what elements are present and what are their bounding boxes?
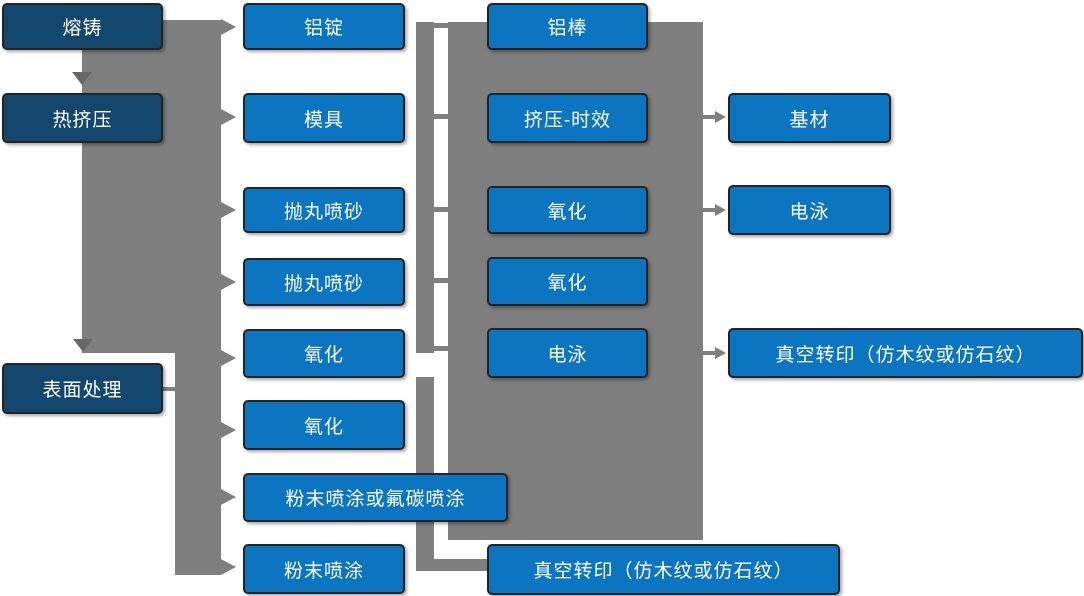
node-rejiya: 热挤压 bbox=[2, 93, 163, 143]
node-paowan-2: 抛丸喷砂 bbox=[243, 258, 405, 306]
node-fentan: 粉末喷涂或氟碳喷涂 bbox=[243, 473, 508, 522]
connector-bottom-link bbox=[416, 559, 491, 571]
connector-stub-row5 bbox=[434, 346, 448, 351]
node-zhenkong-c4: 真空转印（仿木纹或仿石纹） bbox=[728, 328, 1083, 378]
connector-stub-row1 bbox=[434, 23, 448, 28]
node-zhenkong-c3: 真空转印（仿木纹或仿石纹） bbox=[487, 544, 840, 595]
node-muju: 模具 bbox=[243, 93, 405, 143]
node-yanghua-c2-2: 氧化 bbox=[243, 400, 405, 450]
chevron-down-to-rejiya-icon bbox=[72, 72, 92, 85]
node-rongzhu: 熔铸 bbox=[2, 3, 163, 50]
connector-stub-row3 bbox=[434, 207, 448, 212]
connector-stub-row4 bbox=[434, 278, 448, 283]
node-yanghua-c2-1: 氧化 bbox=[243, 329, 405, 378]
chevron-down-to-biaomian-icon bbox=[73, 339, 93, 352]
node-paowan-1: 抛丸喷砂 bbox=[243, 187, 405, 233]
arrow-shaft-to-zhenkong bbox=[703, 351, 716, 355]
connector-left-main-block bbox=[82, 20, 221, 353]
node-dianyong-c3: 电泳 bbox=[487, 328, 648, 378]
arrow-to-zhenkong-icon bbox=[715, 347, 726, 359]
arrow-to-dianyong-icon bbox=[715, 204, 726, 216]
arrow-to-yanghua2-icon bbox=[221, 422, 236, 438]
node-biaomian: 表面处理 bbox=[2, 363, 163, 414]
connector-mid-upper-bar bbox=[416, 22, 434, 353]
arrow-to-paowan2-icon bbox=[221, 274, 236, 290]
node-fenmo: 粉末喷涂 bbox=[243, 544, 405, 594]
arrow-shaft-to-dianyong bbox=[703, 208, 716, 212]
arrow-to-jicai-icon bbox=[715, 111, 726, 123]
node-dianyong-c4: 电泳 bbox=[728, 185, 891, 235]
node-jicai: 基材 bbox=[728, 93, 891, 143]
arrow-to-fenmo-icon bbox=[221, 559, 236, 575]
connector-surface-treatment-link bbox=[163, 387, 175, 391]
arrow-shaft-to-jicai bbox=[703, 115, 716, 119]
node-yanghua-c3-2: 氧化 bbox=[487, 257, 648, 306]
arrow-to-lvding-icon bbox=[221, 19, 236, 35]
arrow-to-fentan-icon bbox=[221, 489, 236, 505]
node-yanghua-c3-1: 氧化 bbox=[487, 186, 648, 234]
arrow-to-paowan1-icon bbox=[221, 202, 236, 218]
node-lvbang: 铝棒 bbox=[487, 3, 648, 50]
connector-stub-row2 bbox=[434, 114, 448, 119]
node-lvding: 铝锭 bbox=[243, 3, 405, 50]
arrow-to-yanghua1-icon bbox=[221, 350, 236, 366]
node-jiya: 挤压-时效 bbox=[487, 93, 648, 143]
connector-left-lower-bar bbox=[175, 353, 221, 575]
arrow-to-muju-icon bbox=[221, 109, 236, 125]
